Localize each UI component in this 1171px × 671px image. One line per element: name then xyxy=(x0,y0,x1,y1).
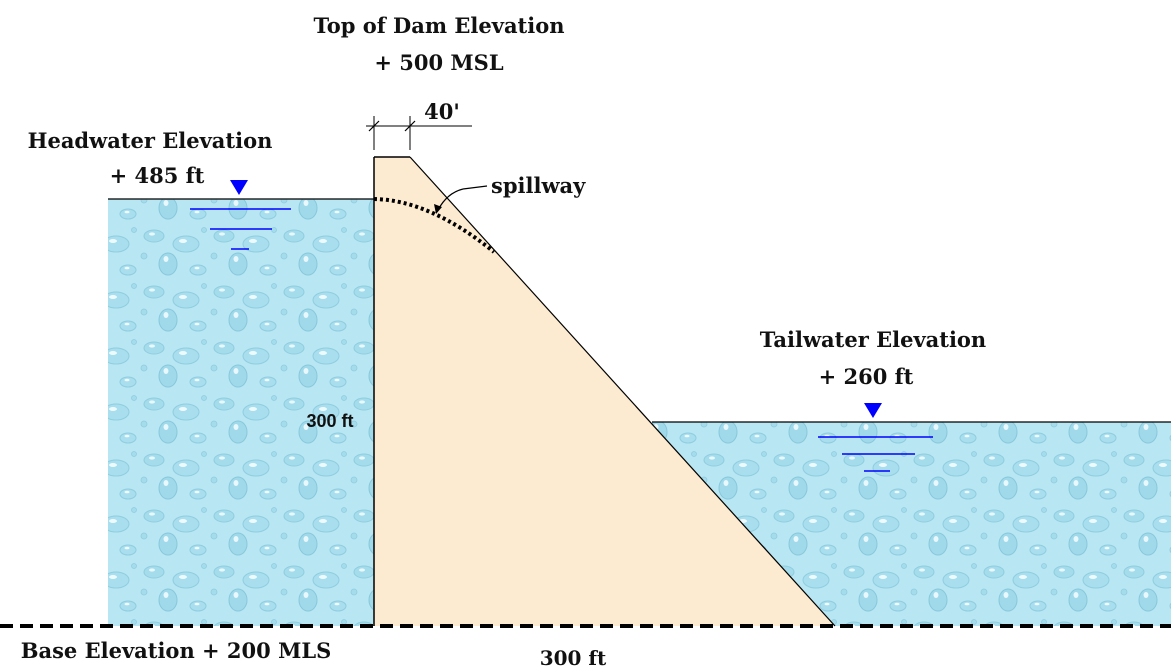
base-width-label: 300 ft xyxy=(540,646,607,670)
headwater-title: Headwater Elevation xyxy=(28,128,273,153)
tailwater-title: Tailwater Elevation xyxy=(760,327,986,352)
base-elevation-label: Base Elevation + 200 MLS xyxy=(21,638,332,663)
crest-dim-tick-left xyxy=(368,120,380,132)
spillway-leader xyxy=(462,185,488,190)
crest-width-label: 40' xyxy=(424,99,460,124)
tailwater-value: + 260 ft xyxy=(819,364,914,389)
headwater-level-icon xyxy=(230,180,248,195)
headwater-value: + 485 ft xyxy=(110,163,205,188)
headwater-body xyxy=(108,199,374,626)
top-of-dam-title: Top of Dam Elevation xyxy=(313,13,564,38)
tailwater-level-icon xyxy=(864,403,882,418)
dam-downstream-face xyxy=(409,156,836,627)
spillway-arrowhead xyxy=(434,204,442,214)
spillway-curve xyxy=(373,197,496,254)
dam-body xyxy=(374,157,835,626)
spillway-label: spillway xyxy=(491,173,586,198)
crest-dim-tick-right xyxy=(404,120,416,132)
top-of-dam-value: + 500 MSL xyxy=(374,50,503,75)
dam-height-label: 300 ft xyxy=(306,411,353,431)
